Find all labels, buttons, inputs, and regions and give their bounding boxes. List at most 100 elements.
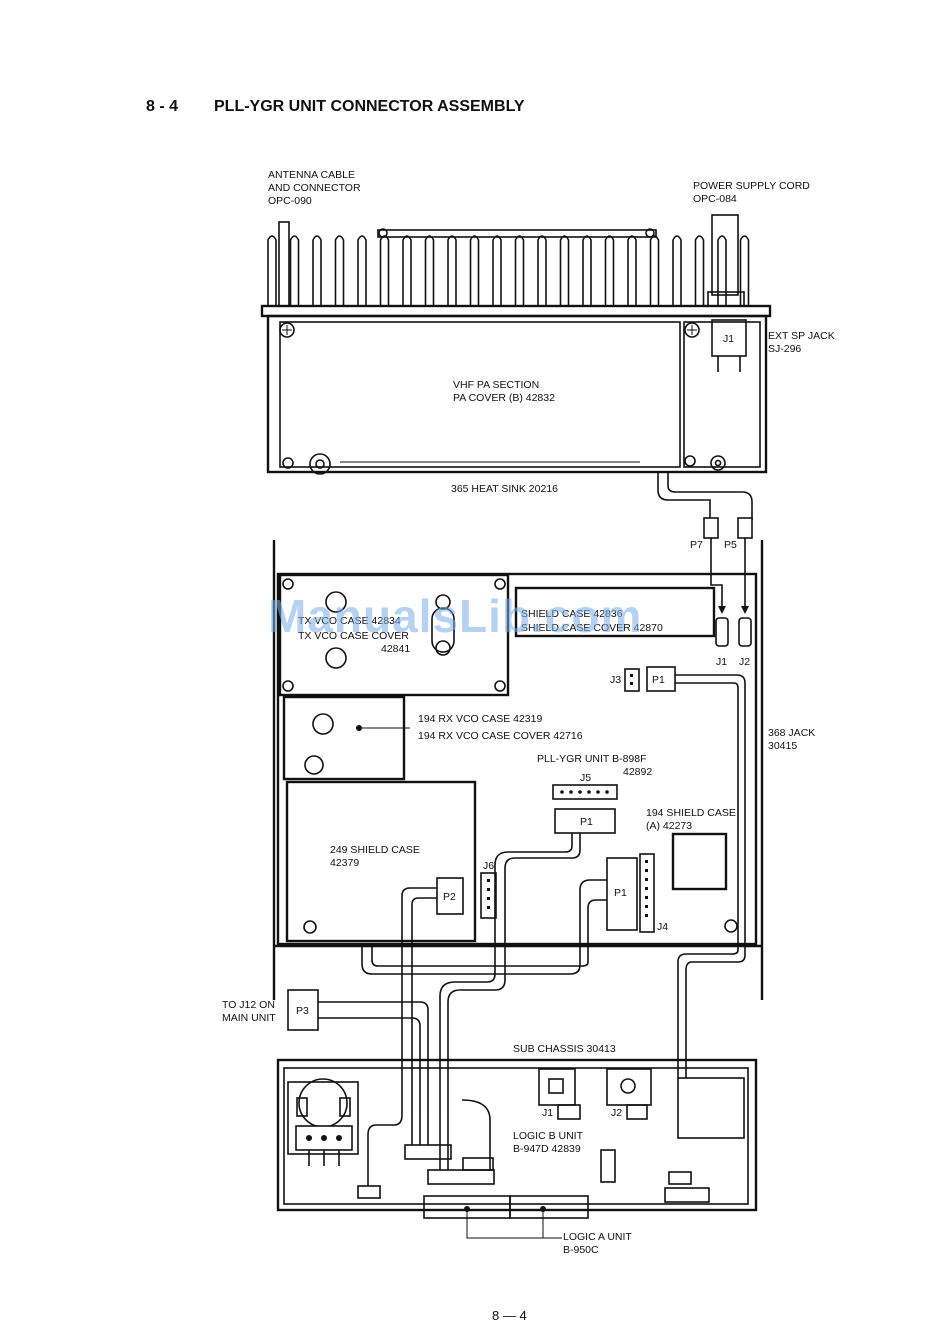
heat-sink-fin [267, 235, 277, 306]
jack-cable-down-a [685, 940, 746, 1078]
pa-section-housing [266, 314, 768, 474]
shield-a-label-line2: (A) 42273 [646, 820, 692, 832]
logic-b-connector-small [462, 1157, 494, 1171]
antenna-connector [278, 221, 290, 307]
power-supply-cord [711, 214, 739, 296]
p3-cable-b [318, 1017, 421, 1115]
ext-sp-jack-j1 [711, 319, 747, 357]
tx-vco-hole [435, 594, 451, 610]
jack-cable-outer [675, 674, 746, 940]
jack-label-line1: 368 JACK [768, 727, 815, 739]
lead-p7-to-j1 [710, 560, 723, 606]
p1-j5-cable-a [447, 833, 581, 1115]
p1-j5-cable-b [439, 833, 573, 1115]
pot-terminal [306, 1135, 312, 1141]
p3-label: P3 [296, 1005, 309, 1017]
shield-a-label-line1: 194 SHIELD CASE [646, 807, 736, 819]
coax-cable-p7 [657, 472, 711, 520]
power-cord-label-line1: POWER SUPPLY CORD [693, 180, 810, 192]
arrow-j1 [718, 606, 726, 614]
antenna-label-line2: AND CONNECTOR [268, 182, 361, 194]
heat-sink-fin [694, 235, 705, 306]
j4-label: J4 [657, 921, 668, 933]
tx-vco-screw [494, 680, 506, 692]
antenna-label-line1: ANTENNA CABLE [268, 169, 355, 181]
tx-vco-screw [494, 578, 506, 590]
j3-pin [630, 682, 633, 685]
connector-small-left [357, 1185, 381, 1199]
tx-vco-hole [325, 591, 347, 613]
jack-j1-bottom [538, 1068, 576, 1106]
j1-top-label: J1 [723, 333, 734, 345]
shield-case-a [671, 832, 728, 891]
pot-terminal [336, 1135, 342, 1141]
tx-vco-screw [282, 680, 294, 692]
heat-sink-fin [357, 235, 367, 306]
heat-sink-fin [582, 235, 592, 306]
heat-sink-fin [604, 235, 615, 306]
heat-sink-fin [334, 235, 345, 306]
connector-j6 [480, 872, 497, 919]
j5-pins [560, 790, 609, 794]
logic-b-cutout [677, 1077, 745, 1139]
rx-vco-label-line2: 194 RX VCO CASE COVER 42716 [418, 730, 583, 742]
jack-cable-down-b [677, 940, 739, 1078]
antenna-label-line3: OPC-090 [268, 195, 312, 207]
connector-j2 [738, 617, 752, 647]
heat-sink-fin [559, 235, 570, 306]
pa-cover [279, 321, 681, 468]
heat-sink-fins [267, 235, 750, 306]
pot-tab [339, 1097, 351, 1117]
p5-label: P5 [724, 539, 737, 551]
rx-vco-label-line1: 194 RX VCO CASE 42319 [418, 713, 542, 725]
j2-bottom-label: J2 [611, 1107, 622, 1119]
j5-label: J5 [580, 772, 591, 784]
heat-sink-fin [649, 235, 660, 306]
bar-screw [378, 228, 388, 238]
plug-p1-j5 [554, 808, 616, 834]
coax-cable-p5 [667, 472, 753, 520]
board-screw [724, 919, 738, 933]
heat-sink-fin [492, 235, 502, 306]
harness-wire [461, 1099, 491, 1170]
connector-j1 [715, 617, 729, 647]
p3-cable-a [318, 1001, 429, 1115]
logic-b-board [283, 1067, 749, 1205]
tx-vco-screw [282, 578, 294, 590]
p7-label: P7 [690, 539, 703, 551]
pll-ygr-board [276, 572, 758, 946]
jack-label-line2: 30415 [768, 740, 797, 752]
heat-sink-fin [469, 235, 480, 306]
logic-a-label-line1: LOGIC A UNIT [563, 1231, 632, 1243]
heat-sink-fin [672, 235, 682, 306]
heat-sink-fin [424, 235, 435, 306]
jack-j1-terminal [557, 1104, 581, 1120]
p1-j4-label: P1 [614, 887, 627, 899]
volume-control-housing [287, 1081, 359, 1155]
heat-sink-fin [289, 235, 300, 306]
tx-vco-label-line3: 42841 [381, 643, 410, 655]
p2-cable-b [411, 897, 437, 1115]
plug-p7 [703, 517, 719, 539]
bar-screw [645, 228, 655, 238]
j4-pins [645, 860, 648, 917]
j1-bottom-label: J1 [542, 1107, 553, 1119]
j2-mid-label: J2 [739, 656, 750, 668]
heat-sink-base [260, 304, 772, 318]
tx-vco-slot [431, 607, 455, 653]
rx-vco-hole [312, 713, 334, 735]
pll-unit-label-line1: PLL-YGR UNIT B-898F [537, 753, 647, 765]
tx-vco-case [278, 573, 510, 697]
logic-b-label-line2: B-947D 42839 [513, 1143, 581, 1155]
ext-sp-jack-bay [683, 321, 761, 468]
ext-sp-label-line2: SJ-296 [768, 343, 801, 355]
power-cord-grommet [707, 291, 745, 307]
rx-vco-hole [304, 755, 324, 775]
to-j12-label-line2: MAIN UNIT [222, 1012, 276, 1024]
j3-label: J3 [610, 674, 621, 686]
sub-chassis-label: SUB CHASSIS 30413 [513, 1043, 616, 1055]
sub-chassis [276, 1058, 758, 1212]
heat-sink-top-bar [377, 229, 657, 238]
shield-top-label-line2: SHIELD CASE COVER 42870 [521, 622, 663, 634]
